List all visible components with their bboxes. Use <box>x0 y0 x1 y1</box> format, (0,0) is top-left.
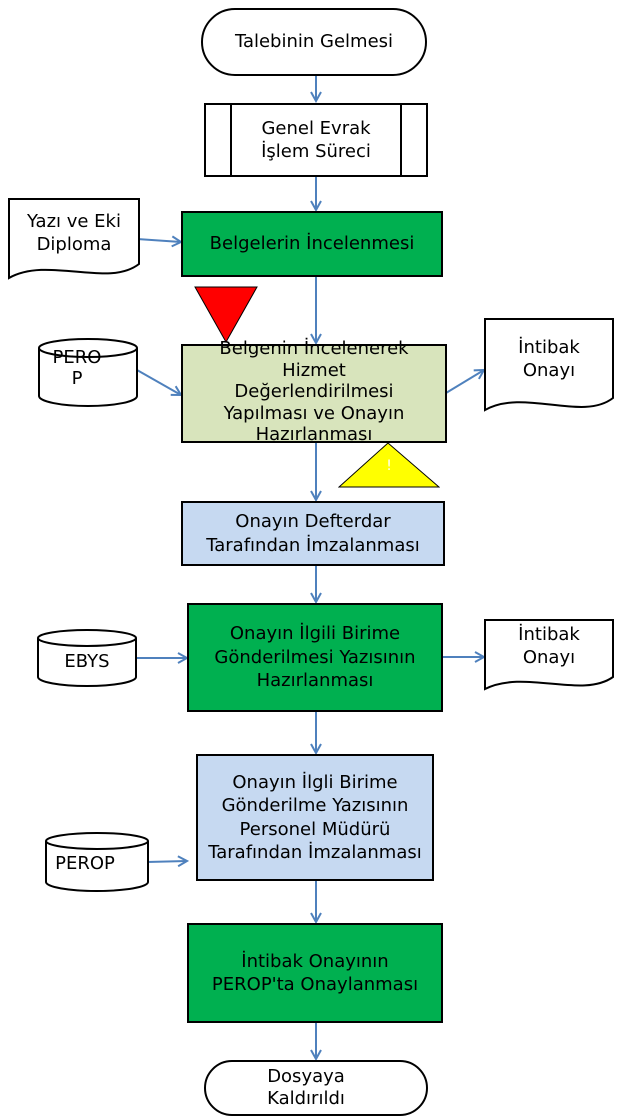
gonderilmesi-process-box: Onayın İlgili Birime Gönderilmesi Yazısı… <box>187 603 443 712</box>
arrow-docin-to-inceleme <box>136 239 181 242</box>
arrow-hizmet-to-intibak1 <box>445 370 484 394</box>
warning-mark: ! <box>386 458 392 474</box>
inceleme-label: Belgelerin İncelenmesi <box>209 233 415 255</box>
end-label: Dosyaya Kaldırıldı <box>267 1066 345 1109</box>
onaylanma-label: İntibak Onayının PEROP'ta Onaylanması <box>211 950 419 995</box>
doc-input-shape <box>8 198 140 280</box>
ebys-label: EBYS <box>64 651 110 672</box>
arrow-perop2-to-onaylanma <box>146 861 187 862</box>
arrow-perop1-to-hizmet <box>136 369 181 395</box>
hizmet-label: Belgenin İncelenerek Hizmet Değerlendiri… <box>219 338 409 446</box>
evrak-label: Genel Evrak İşlem Süreci <box>261 117 371 162</box>
intibak-1-label: İntibak Onayı <box>518 337 580 382</box>
hizmet-process-box: Belgenin İncelenerek Hizmet Değerlendiri… <box>181 338 447 445</box>
onaylanma-process-box: İntibak Onayının PEROP'ta Onaylanması <box>187 923 443 1023</box>
perop-database-2 <box>45 832 149 892</box>
start-label: Talebinin Gelmesi <box>234 31 394 53</box>
gonderilmesi-label: Onayın İlgili Birime Gönderilmesi Yazısı… <box>214 623 416 692</box>
defterdar-process-box: Onayın Defterdar Tarafından İmzalanması <box>181 501 445 566</box>
perop-2-label: PEROP <box>55 853 115 874</box>
ebys-database <box>37 629 137 687</box>
end-terminal: Dosyaya Kaldırıldı <box>204 1060 428 1116</box>
perop-1-label: PERO P <box>52 347 102 389</box>
intibak-document-2 <box>484 619 614 691</box>
defterdar-label: Onayın Defterdar Tarafından İmzalanması <box>206 511 420 556</box>
doc-input-label: Yazı ve Eki Diploma <box>27 211 121 256</box>
yellow-triangle-marker <box>338 442 440 488</box>
personel-process-box: Onayın İlgli Birime Gönderilme Yazısının… <box>196 754 434 881</box>
intibak-document-1 <box>484 318 614 412</box>
personel-label: Onayın İlgli Birime Gönderilme Yazısının… <box>208 771 422 863</box>
start-terminal: Talebinin Gelmesi <box>201 8 427 76</box>
red-triangle-marker <box>194 286 258 344</box>
inceleme-process-box: Belgelerin İncelenmesi <box>181 211 443 277</box>
perop-database-1 <box>38 338 138 407</box>
evrak-subprocess-box: Genel Evrak İşlem Süreci <box>204 103 428 177</box>
intibak-2-label: İntibak Onayı <box>518 624 580 669</box>
